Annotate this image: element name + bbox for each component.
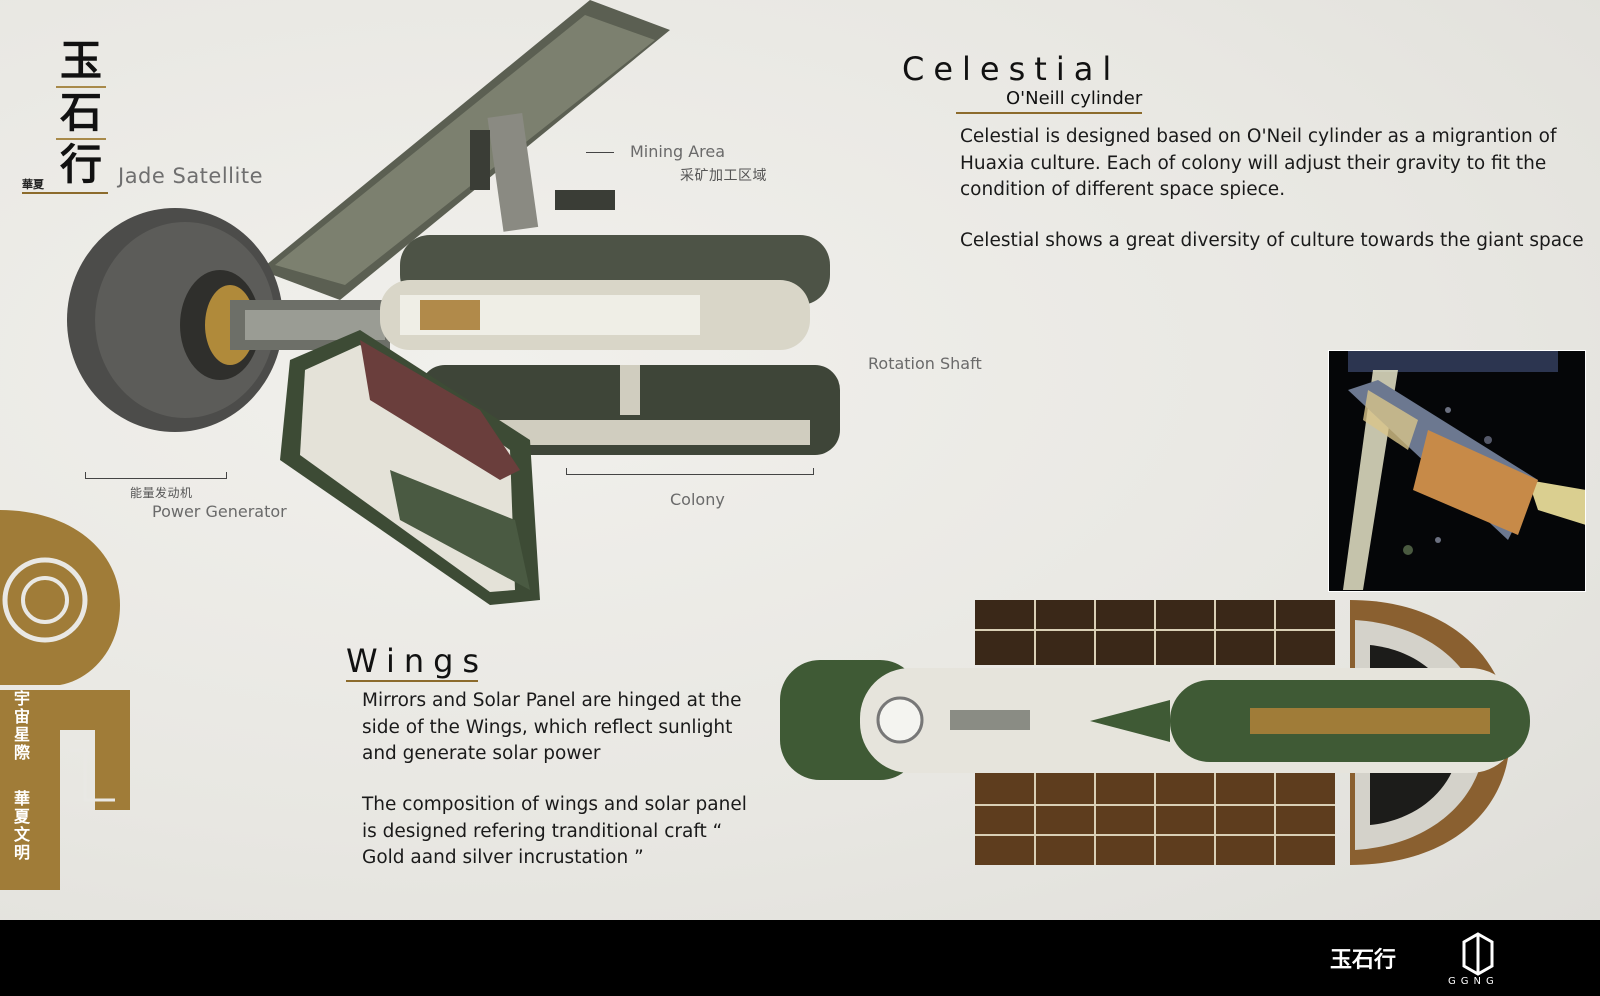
banner-text-2: 華夏文明 — [11, 790, 30, 862]
oneill-cylinder-inset-image — [1328, 350, 1586, 592]
mining-area-label: Mining Area — [630, 142, 726, 161]
footer-brand: 玉石行 — [1329, 947, 1396, 973]
celestial-subheading: O'Neill cylinder — [1006, 88, 1143, 109]
satellite-side-illustration — [67, 0, 840, 605]
mining-area-leader-line — [586, 152, 614, 153]
satellite-top-view-illustration — [780, 600, 1530, 865]
brand-small-label: 華夏 — [22, 178, 44, 191]
wings-paragraph-1: Mirrors and Solar Panel are hinged at th… — [362, 690, 742, 764]
rotation-shaft-label: Rotation Shaft — [868, 354, 982, 373]
footer-bar — [0, 920, 1600, 996]
mining-arm — [260, 0, 670, 300]
wings-underline — [346, 680, 478, 682]
banner-text-1: 宇宙星際 — [11, 690, 30, 762]
celestial-paragraph-2: Celestial shows a great diversity of cul… — [960, 230, 1584, 251]
wings-paragraph-2: The composition of wings and solar panel… — [362, 794, 747, 868]
celestial-heading: Celestial — [902, 50, 1121, 88]
celestial-underline — [956, 112, 1142, 114]
celestial-paragraph-1: Celestial is designed based on O'Neil cy… — [960, 126, 1557, 200]
power-generator-bracket — [85, 472, 227, 479]
power-generator-label: Power Generator — [152, 502, 287, 521]
vertical-title: 玉 石 行 — [56, 36, 106, 190]
title-char-3: 行 — [59, 140, 102, 189]
colony-label: Colony — [670, 490, 725, 509]
mining-area-cn-label: 采矿加工区域 — [680, 168, 767, 184]
footer-logo-text: GGNG — [1448, 976, 1499, 987]
gold-ornament-banner — [0, 510, 130, 890]
title-underline — [22, 192, 108, 194]
wings-heading: Wings — [346, 642, 489, 680]
title-char-1: 玉 — [56, 36, 106, 88]
subtitle: Jade Satellite — [118, 164, 263, 188]
ggng-logo-icon — [1462, 932, 1494, 976]
power-generator-cn-label: 能量发动机 — [130, 486, 193, 500]
colony-bracket — [566, 468, 814, 475]
title-char-2: 石 — [56, 88, 106, 140]
